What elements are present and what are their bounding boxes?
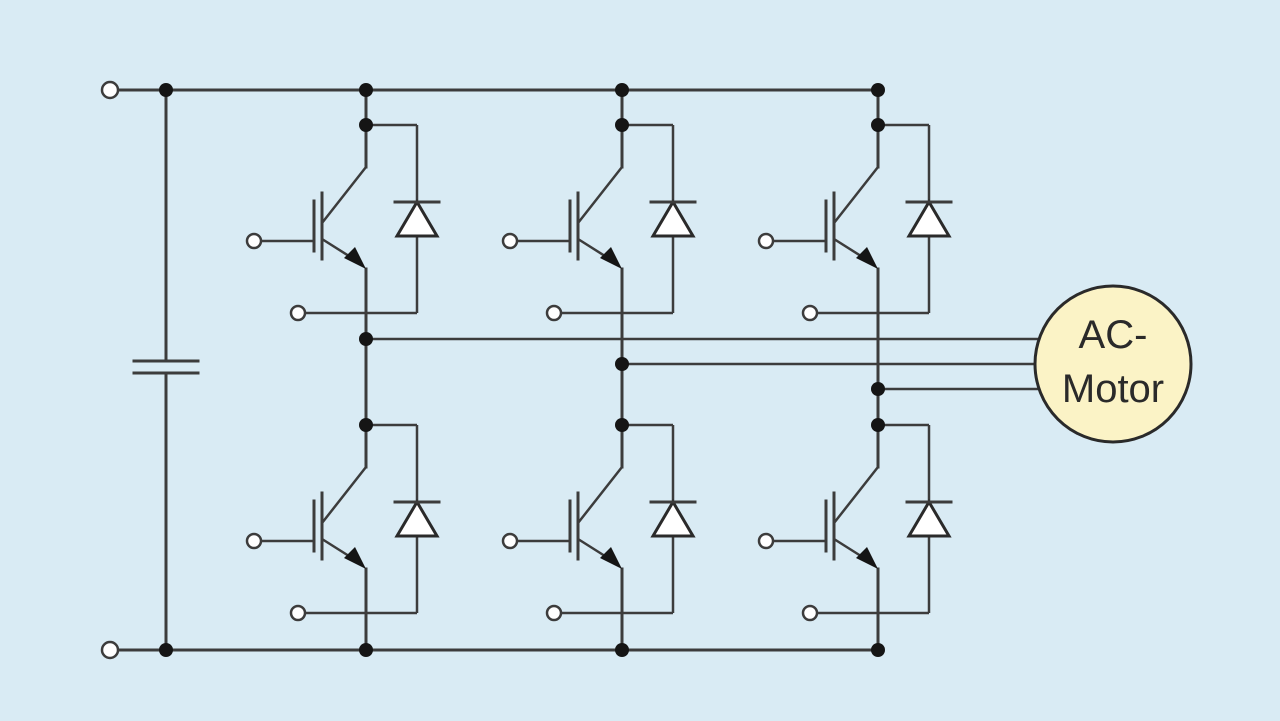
diode-icon bbox=[878, 423, 953, 613]
motor-label-line1: AC- bbox=[1079, 313, 1148, 357]
gate-terminal-icon bbox=[245, 232, 263, 250]
igbt-icon bbox=[256, 166, 367, 269]
motor-icon: AC- Motor bbox=[1033, 284, 1193, 444]
junction-dot-icon bbox=[159, 643, 173, 657]
inverter-leg-2 bbox=[501, 88, 697, 652]
low-side-switch-2 bbox=[501, 423, 697, 622]
aux-emitter-terminal-icon bbox=[801, 604, 819, 622]
junction-dot-icon bbox=[615, 643, 629, 657]
aux-emitter-terminal-icon bbox=[801, 304, 819, 322]
dc-plus-terminal-icon bbox=[100, 80, 120, 100]
motor-circle bbox=[1033, 284, 1193, 444]
gate-terminal-icon bbox=[757, 232, 775, 250]
high-side-switch-2 bbox=[501, 123, 697, 322]
junction-dot-icon bbox=[615, 357, 629, 371]
igbt-icon bbox=[512, 166, 623, 269]
junction-dot-icon bbox=[359, 118, 373, 132]
dc-link-capacitor bbox=[132, 88, 200, 652]
high-side-switch-3 bbox=[757, 123, 953, 322]
aux-emitter-terminal-icon bbox=[545, 304, 563, 322]
diode-icon bbox=[878, 123, 953, 313]
motor-label-line2: Motor bbox=[1062, 367, 1164, 411]
junction-dot-icon bbox=[871, 643, 885, 657]
diode-icon bbox=[622, 123, 697, 313]
diode-icon bbox=[366, 423, 441, 613]
junction-dot-icon bbox=[359, 83, 373, 97]
junction-dot-icon bbox=[871, 118, 885, 132]
junction-dot-icon bbox=[359, 332, 373, 346]
junction-dot-icon bbox=[615, 418, 629, 432]
junction-dot-icon bbox=[159, 83, 173, 97]
gate-terminal-icon bbox=[245, 532, 263, 550]
junction-dot-icon bbox=[359, 418, 373, 432]
nodes bbox=[100, 80, 885, 660]
low-side-switch-1 bbox=[245, 423, 441, 622]
high-side-switch-1 bbox=[245, 123, 441, 322]
junction-dot-icon bbox=[871, 418, 885, 432]
phase-outputs bbox=[366, 337, 1040, 391]
low-side-switch-3 bbox=[757, 423, 953, 622]
aux-emitter-terminal-icon bbox=[289, 604, 307, 622]
aux-emitter-terminal-icon bbox=[289, 304, 307, 322]
gate-terminal-icon bbox=[757, 532, 775, 550]
inverter-leg-1 bbox=[245, 88, 441, 652]
aux-emitter-terminal-icon bbox=[545, 604, 563, 622]
junction-dot-icon bbox=[615, 83, 629, 97]
inverter-legs bbox=[245, 88, 953, 652]
diode-icon bbox=[366, 123, 441, 313]
igbt-icon bbox=[768, 166, 879, 269]
gate-terminal-icon bbox=[501, 232, 519, 250]
igbt-icon bbox=[256, 466, 367, 569]
junction-dot-icon bbox=[359, 643, 373, 657]
gate-terminal-icon bbox=[501, 532, 519, 550]
junction-dot-icon bbox=[871, 83, 885, 97]
igbt-icon bbox=[768, 466, 879, 569]
junction-dot-icon bbox=[615, 118, 629, 132]
dc-minus-terminal-icon bbox=[100, 640, 120, 660]
junction-dot-icon bbox=[871, 382, 885, 396]
diode-icon bbox=[622, 423, 697, 613]
igbt-icon bbox=[512, 466, 623, 569]
inverter-leg-3 bbox=[757, 88, 953, 652]
